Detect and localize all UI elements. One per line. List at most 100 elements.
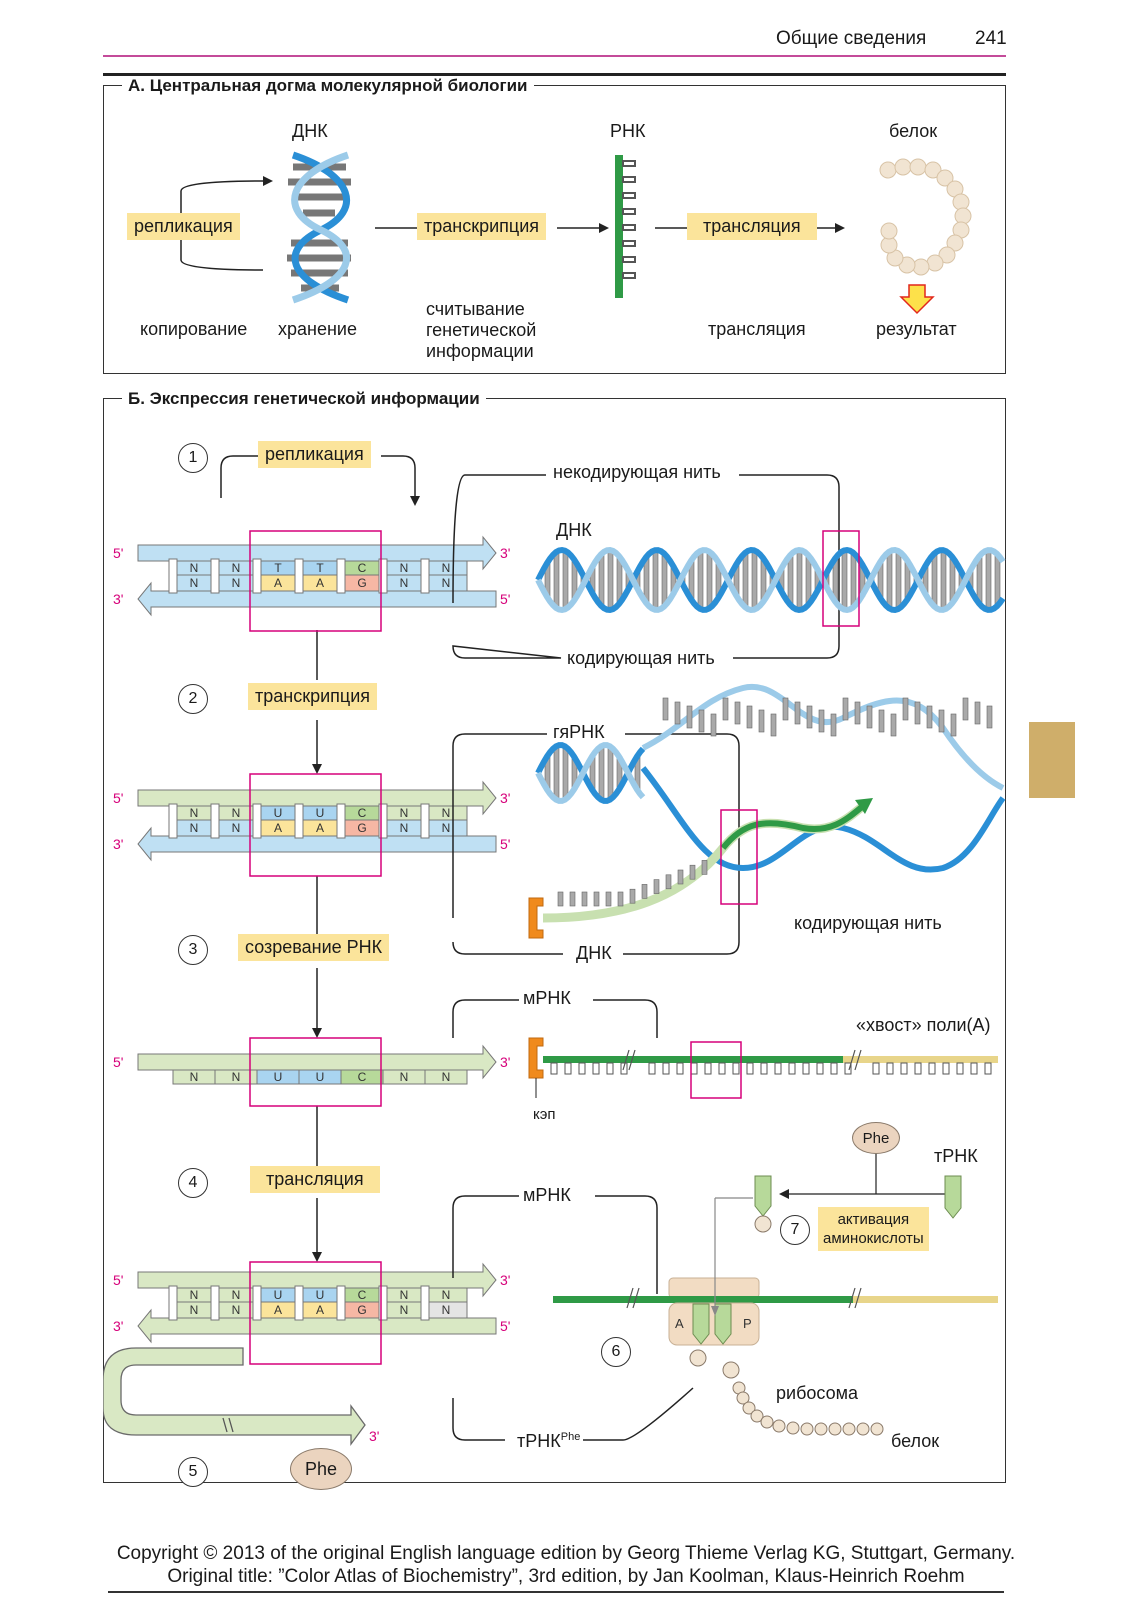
transcription-bubble [528,683,1006,939]
base-stub [662,697,669,721]
base-stub [830,713,837,737]
site-p-label: P [743,1316,752,1331]
free-trna [944,1175,962,1219]
mrna-base [788,1062,796,1075]
base-pair-rung [706,551,713,609]
bottom-base-letter: A [316,576,324,590]
base-stub [734,701,741,725]
three-prime-label: 3' [369,1428,379,1444]
five-prime-label: 5' [500,1318,510,1334]
dna-strand-dark [535,742,646,804]
mrna-base [928,1062,936,1075]
base-pair-bond [210,1285,220,1321]
a-translation-label: трансляция [687,213,817,240]
trna-label: тРНК [934,1146,978,1166]
top-base-letter: C [358,561,367,575]
page-number: 241 [975,28,1007,49]
a-replication-label: репликация [127,213,240,240]
top-base-letter: N [232,806,241,820]
rna-base-stub [581,891,588,907]
top-base-letter: N [232,1070,241,1084]
top-base-letter: N [400,561,409,575]
mrna-base [690,1062,698,1075]
base-pair-bond [420,803,430,839]
bottom-base-letter: A [274,576,282,590]
mrna-base [718,1062,726,1075]
base-pair-rung [697,550,704,610]
base-stub [902,697,909,721]
step-6-badge: 6 [601,1337,631,1367]
three-prime-label: 3' [500,1054,510,1070]
mrna-base [592,1062,600,1075]
base-stub [782,697,789,721]
bottom-base-letter: N [400,1303,409,1317]
mrna-base [802,1062,810,1075]
base-pair-bond [420,1285,430,1321]
mrna-coding [543,1056,843,1063]
base-pair-bond [252,803,262,839]
peptide-bead [736,1391,750,1405]
base-stub [878,709,885,733]
base-stub [914,701,921,725]
bottom-base-letter: A [316,821,324,835]
five-prime-label: 5' [113,790,123,806]
coding-strand-label-1: кодирующая нить [567,648,715,668]
base-pair-rung [607,746,614,800]
mrna-base [774,1062,782,1075]
coding-strand-arc [640,766,1006,873]
base-pair-rung [562,550,569,610]
mrna-base [704,1062,712,1075]
base-stub [854,701,861,725]
base-pair-bond [252,1285,262,1321]
step-4-label: трансляция [250,1166,380,1193]
a-transcription-label: транскрипция [417,213,547,240]
bottom-base-letter: N [400,576,409,590]
mrna-base [550,1062,558,1075]
three-prime-label: 3' [500,545,510,561]
mrna-base [844,1062,852,1075]
cap-label: кэп [533,1106,556,1123]
base-stub [746,705,753,729]
peptide-bead [870,1422,884,1436]
base-pair-rung [742,552,749,608]
top-base-letter: N [190,561,199,575]
top-base-letter: N [400,806,409,820]
trna-loop-arrow [103,1347,366,1446]
base-stub [686,705,693,729]
peptide-bead [856,1422,870,1436]
peptide-bead [689,1349,707,1367]
base-pair-bond [378,558,388,594]
five-prime-label: 5' [113,545,123,561]
trna-path-arrowhead [711,1306,719,1316]
section-rule [103,73,1006,76]
phe-amino-acid-bottom: Phe [290,1448,352,1490]
base-stub [962,697,969,721]
section-a-title: А. Центральная догма молекулярной биолог… [122,76,534,96]
bottom-base-letter: A [274,821,282,835]
dna-strand-light [535,546,1006,614]
hnrna-transcript-new [720,803,865,850]
rna-base-stub [701,860,708,875]
bottom-base-letter: G [357,576,366,590]
dna-label-1: ДНК [556,520,592,540]
base-pair-rung [940,549,947,611]
mrna-strand [553,1296,853,1303]
base-pair-rung [994,553,1001,607]
top-base-letter: N [442,561,451,575]
base-stub [866,705,873,729]
cap-icon [528,1037,544,1079]
break-mark [848,1049,862,1071]
top-base-letter: U [316,1288,325,1302]
base-stub [674,701,681,725]
five-prime-label: 5' [500,591,510,607]
coding-strand-label-2: кодирующая нить [794,913,942,933]
base-stub [938,709,945,733]
base-pair-rung [652,549,659,611]
top-base-letter: U [316,806,325,820]
five-prime-label: 5' [113,1054,123,1070]
cap-icon [528,897,544,939]
mrna-base [606,1062,614,1075]
